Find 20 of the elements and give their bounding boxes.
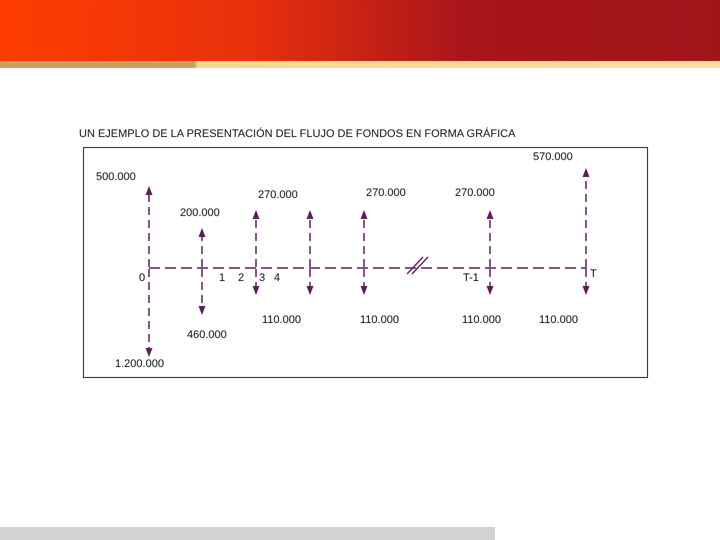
amount-label: 110.000 (462, 313, 501, 327)
period-label: 4 (274, 271, 280, 285)
period-label: T (590, 267, 597, 281)
amount-label: 110.000 (360, 313, 399, 327)
amount-label: 500.000 (96, 170, 136, 184)
amount-label: 460.000 (187, 328, 227, 342)
amount-label: 200.000 (180, 206, 220, 220)
diagram-title: UN EJEMPLO DE LA PRESENTACIÓN DEL FLUJO DE FONDOS EN FORMA GRÁFICA (79, 127, 516, 141)
amount-label: 110.000 (262, 313, 301, 327)
amount-label: 570.000 (533, 150, 573, 164)
amount-label: 1.200.000 (115, 357, 164, 371)
period-label: 2 (238, 271, 244, 285)
amount-label: 270.000 (455, 186, 495, 200)
amount-label: 270.000 (366, 186, 406, 200)
period-label: 1 (219, 271, 226, 285)
amount-label: 270.000 (258, 188, 298, 202)
amount-label: 110.000 (539, 313, 578, 327)
period-label: 3 (259, 271, 266, 285)
period-label: 0 (139, 271, 146, 285)
period-label: T-1 (463, 271, 479, 285)
